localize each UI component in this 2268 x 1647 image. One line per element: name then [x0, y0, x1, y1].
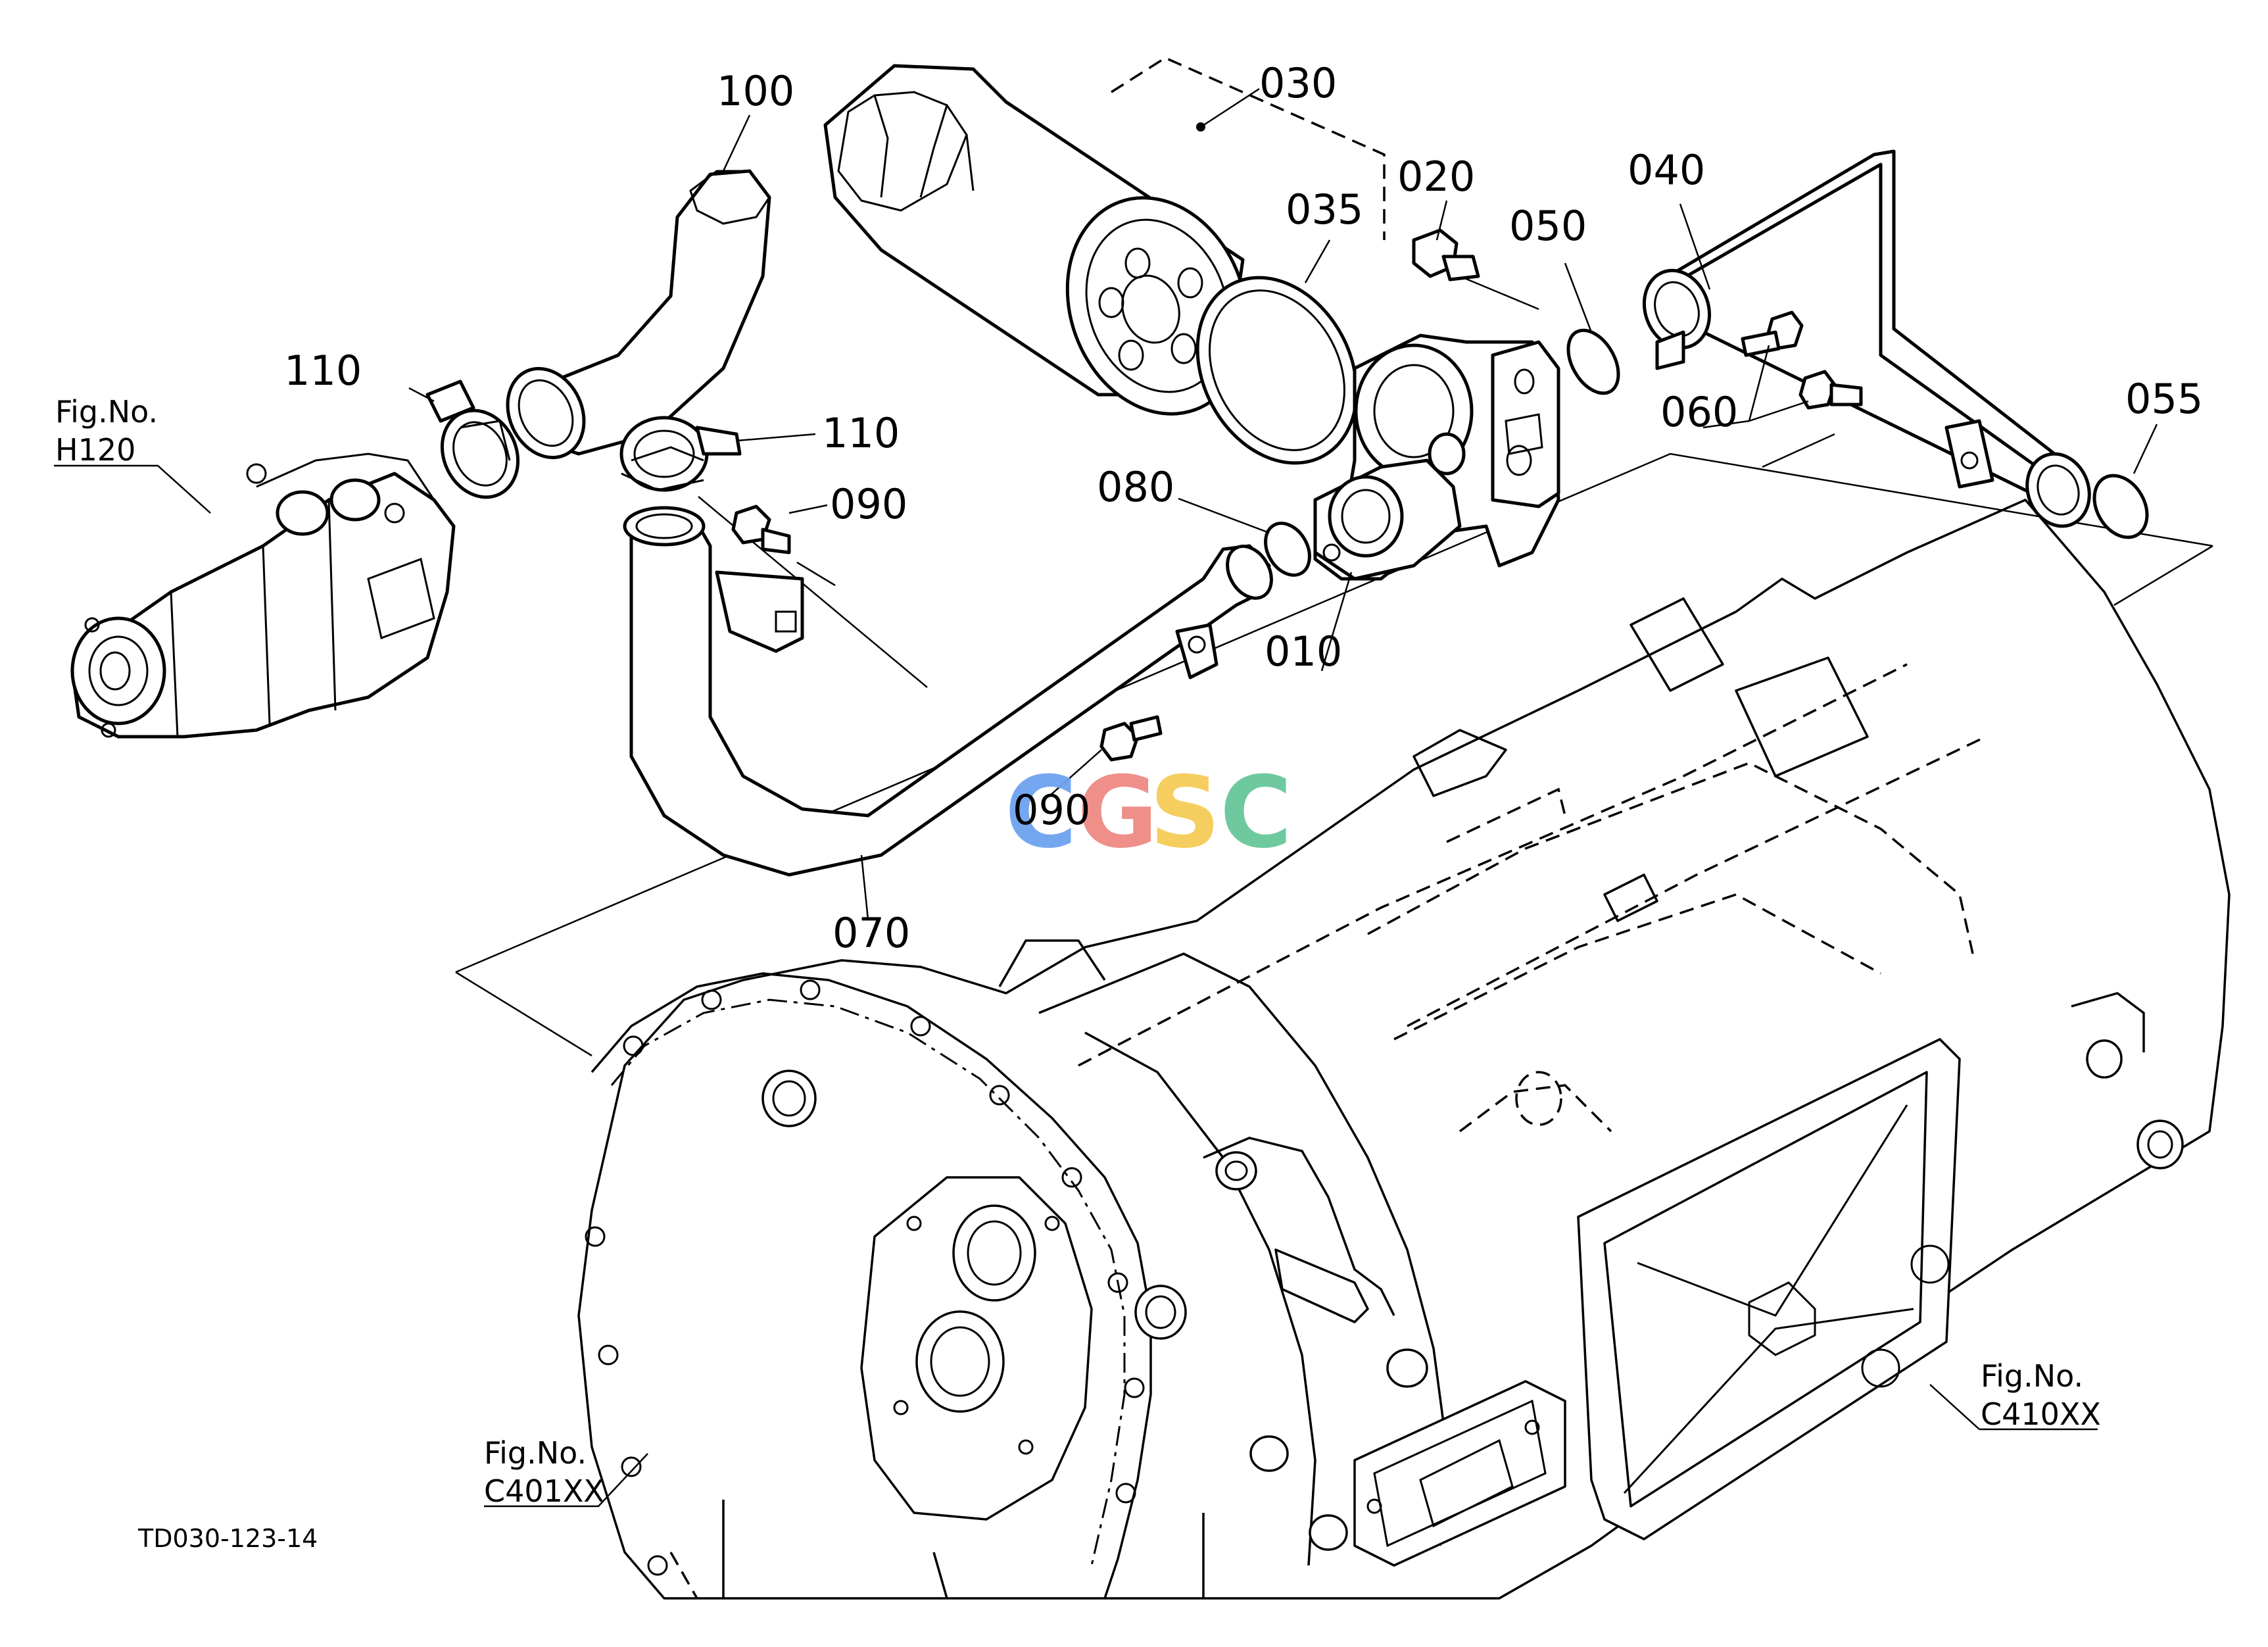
pipe-070[interactable] [623, 506, 1280, 877]
o-ring-080[interactable] [1257, 516, 1318, 583]
leader-lines [54, 87, 2158, 1508]
watermark-letter: C [1005, 756, 1077, 870]
callout-labels: 100 030 035 020 050 040 110 110 090 080 … [284, 59, 2203, 957]
watermark-letter: S [1149, 756, 1220, 870]
fig-ref-c401-line1: Fig.No. [484, 1435, 587, 1471]
bolt-090a[interactable] [731, 504, 791, 554]
watermark-cgsc: C G S C [1005, 756, 1292, 870]
callout-040: 040 [1628, 146, 1705, 194]
fig-ref-c410-line2: C410XX [1981, 1396, 2101, 1432]
callout-010: 010 [1265, 627, 1342, 676]
callout-080: 080 [1097, 463, 1174, 511]
watermark-letter: C [1220, 756, 1292, 870]
callout-060: 060 [1660, 388, 1738, 436]
hose-clamp-110a[interactable] [425, 380, 532, 510]
filter-gasket[interactable] [1167, 250, 1388, 491]
bolt-060b[interactable] [1798, 370, 1863, 410]
callout-030: 030 [1259, 59, 1337, 107]
callout-020: 020 [1397, 153, 1475, 201]
fig-ref-c410-line1: Fig.No. [1981, 1358, 2083, 1394]
filter-head[interactable] [1313, 333, 1560, 581]
callout-035: 035 [1286, 185, 1363, 234]
figure-refs: Fig.No. H120 Fig.No. C410XX Fig.No. C401… [55, 394, 2101, 1509]
bolt-090b[interactable] [1099, 715, 1163, 762]
callout-055: 055 [2125, 375, 2203, 423]
o-ring-050[interactable] [1558, 322, 1628, 402]
drawing-id: TD030-123-14 [137, 1524, 318, 1553]
hose-100[interactable] [494, 169, 771, 470]
watermark-letter: G [1077, 756, 1158, 870]
callout-050: 050 [1509, 202, 1587, 250]
transmission-housing [577, 499, 2231, 1600]
callout-070: 070 [832, 909, 910, 957]
bell-housing-bolts [585, 979, 1145, 1576]
bolt-060a[interactable] [1741, 310, 1804, 357]
callout-090-lower: 090 [1013, 786, 1090, 834]
bolt-020[interactable] [1412, 228, 1480, 282]
callout-090-upper: 090 [830, 480, 907, 528]
kit-bracket-030 [1111, 57, 1386, 240]
callout-110-right: 110 [822, 409, 900, 457]
callout-110-left: 110 [284, 347, 362, 395]
fig-ref-h120-line2: H120 [55, 432, 135, 468]
hose-clamp-110b[interactable] [619, 416, 742, 492]
fig-ref-h120-line1: Fig.No. [55, 394, 158, 430]
o-ring-055[interactable] [2084, 466, 2158, 547]
fig-ref-c401-line2: C401XX [484, 1473, 604, 1509]
pipe-040[interactable] [1633, 149, 2099, 535]
callout-100: 100 [717, 67, 794, 115]
hydraulic-pump [70, 453, 456, 739]
